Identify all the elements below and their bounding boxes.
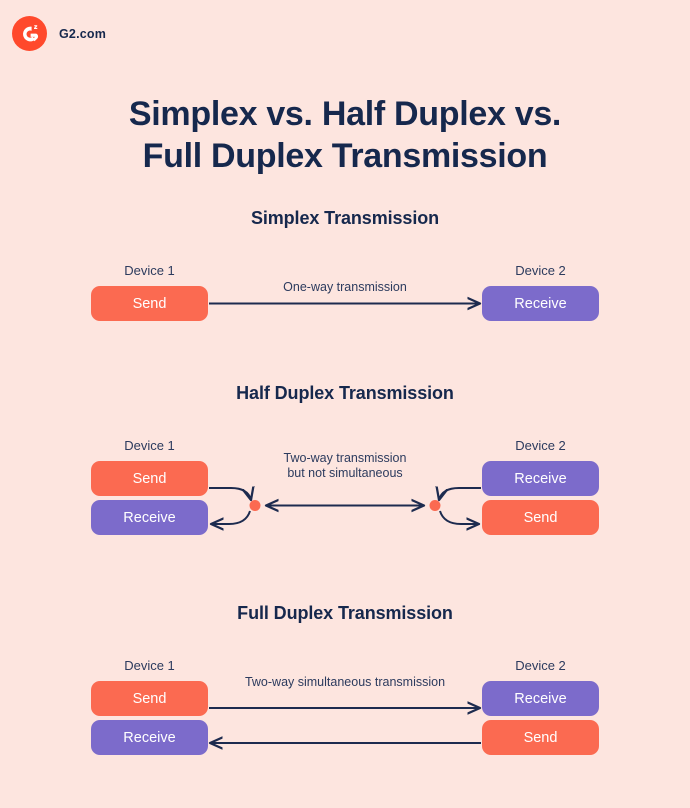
device-right-full-duplex: Device 2 Receive Send	[482, 658, 599, 755]
link-label-full-duplex: Two-way simultaneous transmission	[244, 675, 446, 689]
device-label: Device 1	[124, 658, 175, 673]
device-left-half-duplex: Device 1 Send Receive	[91, 438, 208, 535]
diagram-simplex: Device 1 Send Device 2 Receive One-way t…	[0, 263, 690, 321]
device-left-full-duplex: Device 1 Send Receive	[91, 658, 208, 755]
node-receive: Receive	[91, 720, 208, 755]
node-receive: Receive	[482, 461, 599, 496]
device-right-half-duplex: Device 2 Receive Send	[482, 438, 599, 535]
brand-header: G2.com	[12, 16, 106, 51]
page-title-line-1: Simplex vs. Half Duplex vs.	[128, 94, 562, 133]
device-label: Device 2	[515, 263, 566, 278]
link-label-simplex: One-way transmission	[283, 280, 407, 294]
page-title: Simplex vs. Half Duplex vs. Full Duplex …	[0, 93, 690, 177]
section-heading-full-duplex: Full Duplex Transmission	[237, 603, 453, 623]
device-label: Device 1	[124, 438, 175, 453]
device-label: Device 2	[515, 438, 566, 453]
link-label-half-duplex: Two-way transmission but not simultaneou…	[283, 451, 407, 480]
node-receive: Receive	[91, 500, 208, 535]
node-receive: Receive	[482, 681, 599, 716]
device-label: Device 1	[124, 263, 175, 278]
junction-dot-left	[249, 500, 261, 511]
node-send: Send	[482, 500, 599, 535]
g2-logo-icon	[12, 16, 47, 51]
node-send: Send	[91, 461, 208, 496]
device-left-simplex: Device 1 Send	[91, 263, 208, 321]
diagram-half-duplex: Device 1 Send Receive Device 2 Receive S…	[0, 438, 690, 535]
device-label: Device 2	[515, 658, 566, 673]
node-send: Send	[482, 720, 599, 755]
junction-dot-right	[429, 500, 441, 511]
node-receive: Receive	[482, 286, 599, 321]
section-heading-half-duplex: Half Duplex Transmission	[236, 383, 454, 403]
device-right-simplex: Device 2 Receive	[482, 263, 599, 321]
section-half-duplex: Half Duplex Transmission Device 1 Send R…	[0, 383, 690, 535]
section-simplex: Simplex Transmission Device 1 Send Devic…	[0, 208, 690, 321]
node-send: Send	[91, 681, 208, 716]
diagram-full-duplex: Device 1 Send Receive Device 2 Receive S…	[0, 658, 690, 755]
page-title-line-2: Full Duplex Transmission	[142, 136, 548, 175]
section-heading-simplex: Simplex Transmission	[250, 208, 440, 228]
section-full-duplex: Full Duplex Transmission Device 1 Send R…	[0, 603, 690, 755]
brand-name: G2.com	[59, 26, 107, 41]
node-send: Send	[91, 286, 208, 321]
